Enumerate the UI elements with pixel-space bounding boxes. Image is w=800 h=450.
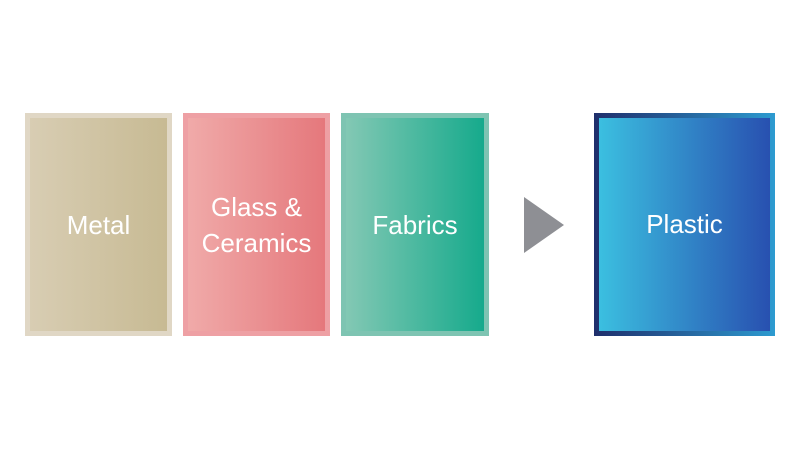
plastic-label: Plastic: [646, 209, 723, 239]
plastic-box-fill: Plastic: [599, 118, 770, 331]
glass-ceramics-label: Glass & Ceramics: [201, 191, 312, 258]
metal-box: Metal: [25, 113, 172, 336]
glass-ceramics-box: Glass & Ceramics: [183, 113, 330, 336]
fabrics-label: Fabrics: [372, 209, 458, 240]
triangle-right-arrow-icon: [524, 197, 564, 253]
plastic-box: Plastic: [594, 113, 775, 336]
fabrics-box: Fabrics: [341, 113, 489, 336]
metal-label: Metal: [66, 209, 131, 240]
